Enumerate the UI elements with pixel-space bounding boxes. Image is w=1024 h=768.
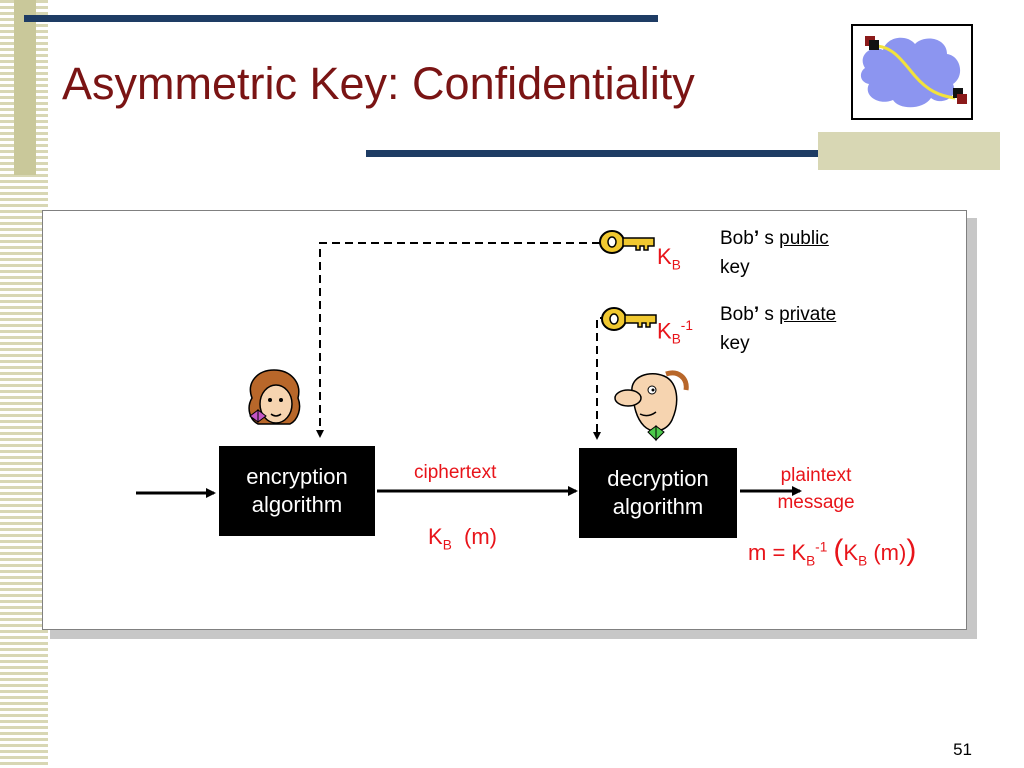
- ciphertext-expression: KB (m): [428, 524, 497, 553]
- bob-figure-icon: [614, 370, 689, 442]
- decryption-formula: m = KB-1 (KB (m)): [748, 534, 917, 569]
- private-key-icon: [601, 307, 657, 331]
- public-key-symbol: KB: [657, 244, 681, 273]
- top-rule: [24, 15, 658, 22]
- encryption-algorithm-box: encryption algorithm: [219, 446, 375, 536]
- public-key-dashed-line: [316, 242, 600, 438]
- network-cloud-icon: [860, 36, 967, 108]
- left-stripe-accent: [14, 0, 36, 175]
- decorative-tan-block: [818, 132, 1000, 170]
- public-key-icon: [599, 230, 655, 254]
- network-logo: [851, 24, 973, 120]
- diagram-frame: [42, 210, 967, 630]
- alice-figure-icon: [248, 369, 301, 425]
- slide-title: Asymmetric Key: Confidentiality: [62, 58, 695, 109]
- private-key-symbol: KB-1: [657, 318, 693, 347]
- private-key-dashed-line: [593, 317, 608, 440]
- ciphertext-label: ciphertext: [414, 462, 497, 483]
- decryption-algorithm-box: decryption algorithm: [579, 448, 737, 538]
- title-underline-rule: [366, 150, 999, 157]
- page-number: 51: [953, 740, 972, 759]
